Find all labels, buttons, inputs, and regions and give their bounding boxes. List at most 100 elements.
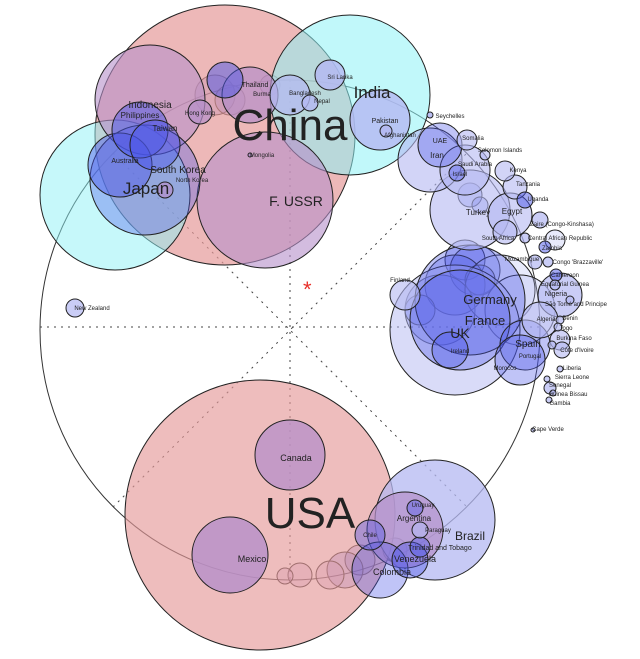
country-label: Sierra Leone	[555, 375, 590, 381]
country-label: Congo 'Brazzaville'	[553, 260, 604, 266]
country-label: F. USSR	[269, 193, 323, 209]
country-label: Côte d'Ivoire	[560, 348, 594, 354]
country-label: Portugal	[519, 354, 541, 360]
bubble-ireland	[431, 331, 469, 369]
bubble-sri-lanka	[314, 59, 346, 91]
bubble-gambia	[545, 396, 553, 404]
country-label: Australia	[111, 158, 138, 165]
bubble-somalia	[456, 129, 478, 151]
country-label: UAE	[433, 138, 448, 145]
country-label: Pakistan	[372, 118, 399, 125]
bubble-north-korea	[156, 181, 174, 199]
country-label: Spain	[515, 339, 541, 350]
country-label: Hong Kong	[185, 111, 215, 117]
country-label: Zaire (Congo-Kinshasa)	[530, 222, 594, 228]
bubble-venezuela	[391, 541, 429, 579]
bubble-mexico	[191, 516, 269, 594]
country-label: Thailand	[242, 82, 269, 89]
country-label: Nepal	[314, 99, 330, 105]
bubble-israel	[448, 164, 466, 182]
country-label: Gambia	[549, 401, 571, 407]
bubble-philippines	[111, 101, 169, 159]
country-label: New Zealand	[74, 306, 109, 312]
country-label: Cape Verde	[532, 427, 564, 433]
bubble-paraguay	[411, 521, 429, 539]
country-label: Central African Republic	[528, 236, 592, 242]
country-label: Burma	[253, 92, 271, 98]
bubble-liberia	[556, 365, 564, 373]
country-label: Chile	[363, 533, 377, 539]
country-label: Egypt	[502, 207, 523, 216]
bubble-c-te-d-ivoire	[553, 341, 571, 359]
bubble-equatorial-guinea	[549, 279, 561, 291]
country-label: Paraguay	[425, 528, 451, 534]
country-label: Canada	[280, 453, 312, 463]
country-label: Uganda	[527, 197, 549, 203]
bubble-afghanistan	[379, 124, 393, 138]
country-label: Benin	[562, 316, 577, 322]
bubble-central-african-republic	[519, 232, 531, 244]
country-label: Japan	[123, 179, 169, 198]
country-label: France	[465, 313, 505, 328]
bubble-south-africa	[492, 219, 518, 245]
bubble-f-ussr	[196, 131, 334, 269]
bubble-zaire-congo-kinshasa-	[531, 211, 549, 229]
country-label: Togo	[559, 326, 573, 332]
country-label: Philippines	[121, 111, 160, 120]
country-label: North Korea	[176, 178, 209, 184]
bubble-zambia	[538, 240, 552, 254]
bubble-colombia	[351, 541, 409, 599]
bubble-solomon-islands	[479, 149, 491, 161]
country-label: Afghanistan	[384, 133, 416, 139]
bubble-morocco	[547, 340, 557, 350]
country-label: USA	[265, 489, 356, 538]
bubble-chile	[354, 519, 386, 551]
bubbles	[39, 4, 583, 651]
country-label: Morocco	[493, 366, 517, 372]
bubble-new-zealand	[65, 298, 85, 318]
bubble-nepal	[301, 94, 319, 112]
bubble-guinea-bissau	[549, 389, 557, 397]
bubble-uk	[389, 264, 521, 396]
country-label: Sri Lanka	[327, 75, 353, 81]
country-label: Germany	[463, 292, 517, 307]
bubble-pakistan	[349, 89, 411, 151]
bubble-hong-kong	[187, 99, 213, 125]
country-label: Tanzania	[516, 182, 541, 188]
country-label: Brazil	[455, 529, 485, 543]
country-label: China	[233, 101, 348, 150]
bubble-finland	[389, 279, 421, 311]
country-label: Kenya	[509, 168, 527, 174]
country-label: Ireland	[451, 349, 469, 355]
country-label: Saudi Arabia	[458, 162, 493, 168]
bubble-cape-verde	[530, 427, 536, 433]
country-label: São Tomé and Principe	[545, 302, 608, 308]
bubble-seychelles	[426, 111, 434, 119]
bubble-mongolia	[247, 152, 253, 158]
country-label: Nigeria	[545, 291, 567, 298]
country-label: Seychelles	[435, 114, 464, 120]
country-label: Senegal	[549, 383, 571, 389]
country-label: Equatorial Guinea	[541, 282, 590, 288]
country-label: UK	[450, 325, 470, 341]
country-label: Taiwan	[153, 124, 178, 133]
country-label: Colombia	[373, 567, 411, 577]
country-label: Mozambique	[505, 257, 540, 263]
bubble-congo-brazzaville-	[542, 256, 554, 268]
country-label: Solomon Islands	[478, 148, 522, 154]
country-label: Algeria	[537, 317, 556, 323]
bubble-kenya	[494, 160, 516, 182]
country-label: Somalia	[462, 136, 484, 142]
country-label: Mongolia	[250, 153, 275, 159]
country-label: Argentina	[397, 514, 432, 523]
bubble-canada	[254, 419, 326, 491]
country-label: Uruguay	[412, 503, 435, 509]
country-label: Finland	[390, 278, 410, 284]
bubble-togo	[553, 322, 563, 332]
country-label: Burkina Faso	[556, 336, 592, 342]
country-label: Iran	[430, 151, 444, 160]
country-label: Zambia	[542, 246, 563, 252]
bubble-uruguay	[406, 499, 424, 517]
